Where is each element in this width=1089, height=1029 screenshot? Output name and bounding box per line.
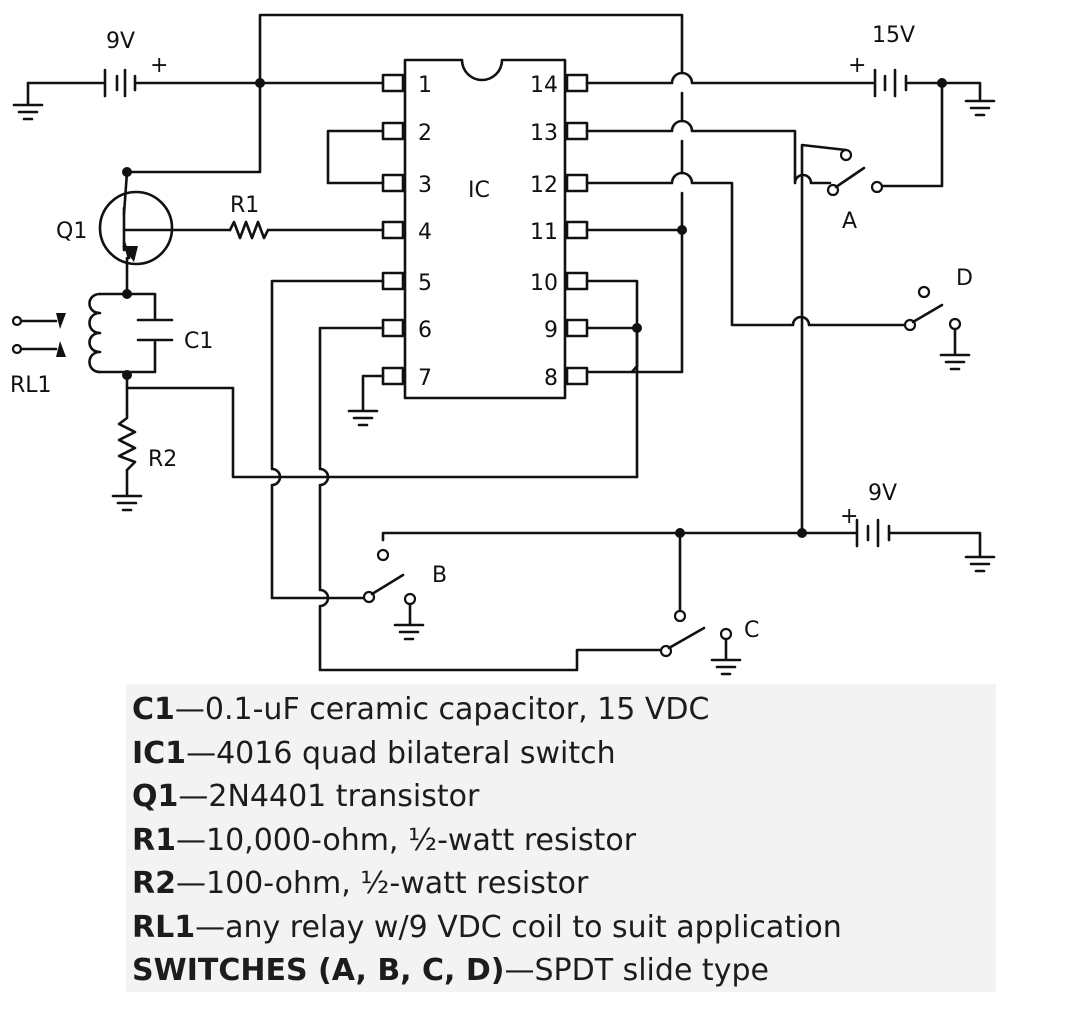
battery-bottom-right-plus: + — [840, 504, 858, 529]
part-ref: Q1 — [132, 779, 179, 814]
switch-c-label: C — [744, 618, 759, 643]
parts-list-item: IC1—4016 quad bilateral switch — [132, 732, 996, 776]
ic-right-pin-numbers: 14 13 12 11 10 9 8 — [530, 73, 558, 391]
junction-dots — [122, 78, 947, 538]
part-desc: —10,000-ohm, ½-watt resistor — [175, 822, 637, 858]
part-desc: —any relay w/9 VDC coil to suit applicat… — [195, 909, 842, 945]
battery-left — [103, 68, 137, 98]
part-desc: —2N4401 transistor — [178, 779, 480, 814]
part-desc: —4016 quad bilateral switch — [186, 735, 616, 771]
battery-left-voltage: 9V — [106, 29, 135, 54]
ground-icon — [964, 99, 996, 117]
c1-label: C1 — [184, 329, 213, 354]
pin-number: 13 — [530, 121, 558, 146]
pin-number: 2 — [418, 121, 432, 146]
part-desc: —SPDT slide type — [504, 953, 769, 988]
parts-list: C1—0.1-uF ceramic capacitor, 15 VDC IC1—… — [126, 684, 996, 992]
q1-label: Q1 — [56, 219, 87, 244]
relay-contacts-rl1 — [11, 313, 66, 357]
ground-icon — [939, 353, 971, 371]
pin-number: 12 — [530, 173, 558, 198]
circuit-schematic: IC 1 2 3 4 5 6 7 14 13 12 11 10 9 8 — [10, 13, 996, 676]
pin-number: 11 — [530, 220, 558, 245]
part-ref: IC1 — [132, 735, 187, 771]
ground-icon — [111, 494, 143, 512]
part-ref: C1 — [132, 692, 175, 727]
pin-number: 6 — [418, 318, 432, 343]
capacitor-c1 — [136, 318, 174, 342]
part-ref: R2 — [132, 866, 176, 901]
r1-label: R1 — [230, 193, 259, 218]
part-ref: RL1 — [132, 909, 196, 945]
part-desc: —0.1-uF ceramic capacitor, 15 VDC — [174, 692, 710, 727]
pin-number: 5 — [418, 271, 432, 296]
relay-coil — [88, 292, 102, 374]
pin-number: 1 — [418, 73, 432, 98]
battery-top-right — [873, 68, 908, 98]
battery-bottom-right — [855, 518, 891, 548]
pin-number: 9 — [544, 318, 558, 343]
switch-a-label: A — [842, 209, 857, 234]
battery-top-right-plus: + — [848, 53, 866, 78]
pin-number: 8 — [544, 366, 558, 391]
resistor-r1 — [228, 220, 270, 240]
parts-list-item: Q1—2N4401 transistor — [132, 775, 996, 819]
ground-icon — [964, 555, 996, 573]
switch-d-label: D — [956, 266, 973, 291]
ic-label: IC — [468, 178, 490, 203]
pin-number: 14 — [530, 73, 558, 98]
switch-b-label: B — [432, 563, 447, 588]
parts-list-item: C1—0.1-uF ceramic capacitor, 15 VDC — [132, 688, 996, 732]
pin-number: 7 — [418, 366, 432, 391]
transistor-q1 — [98, 170, 174, 266]
battery-left-plus: + — [150, 53, 168, 78]
switch-a — [826, 148, 884, 197]
battery-top-right-voltage: 15V — [872, 23, 915, 48]
ic-left-pin-numbers: 1 2 3 4 5 6 7 — [418, 73, 432, 391]
switch-d — [903, 285, 962, 356]
wiring — [26, 13, 982, 672]
rl1-label: RL1 — [10, 373, 52, 398]
pin-number: 10 — [530, 271, 558, 296]
parts-list-item: SWITCHES (A, B, C, D)—SPDT slide type — [132, 949, 996, 993]
parts-list-item: R2—100-ohm, ½-watt resistor — [132, 862, 996, 906]
battery-bottom-right-voltage: 9V — [868, 481, 897, 506]
resistor-r2 — [117, 408, 137, 472]
r2-label: R2 — [148, 447, 177, 472]
switch-c — [659, 609, 733, 661]
ground-icon — [12, 103, 44, 121]
part-desc: —100-ohm, ½-watt resistor — [175, 866, 589, 901]
ground-icon — [710, 658, 742, 676]
ground-icon — [393, 623, 425, 641]
pin-number: 4 — [418, 220, 432, 245]
ground-icon — [347, 409, 379, 427]
parts-list-item: RL1—any relay w/9 VDC coil to suit appli… — [132, 906, 996, 950]
pin-number: 3 — [418, 173, 432, 198]
parts-list-item: R1—10,000-ohm, ½-watt resistor — [132, 819, 996, 863]
part-ref: SWITCHES (A, B, C, D) — [132, 953, 505, 988]
switch-b — [362, 548, 417, 626]
part-ref: R1 — [132, 822, 176, 858]
